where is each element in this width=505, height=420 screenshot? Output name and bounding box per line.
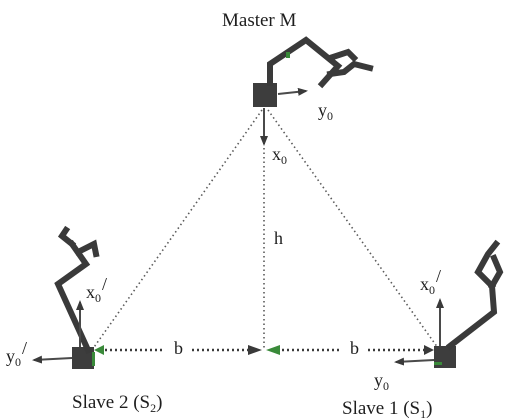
slave2-y-label: y0/ [6,338,27,369]
slave1-label: Slave 1 (S1) [342,398,432,420]
slave2-label: Slave 2 (S2) [72,392,162,415]
slave1-accent [434,362,442,365]
master-label: Master M [222,10,297,31]
slave2-accent [92,352,95,366]
master-base [253,83,277,107]
slave1-gripper-a [474,239,501,291]
master-arm [267,36,343,89]
master-gripper-bottom [326,60,374,78]
slave1-robot [394,239,504,368]
master-robot [253,36,374,146]
dimension-arrow-slave2 [94,345,104,355]
master-joint-accent [286,52,290,58]
slave1-gripper-b [487,254,504,291]
slave1-y-axis-arrow [394,357,435,366]
slave2-arm [54,239,92,354]
slave1-arm [445,282,498,351]
base-left-label: b [174,338,183,358]
slave1-y-label: y0 [374,370,389,393]
dimension-arrow-right [266,345,280,355]
height-label: h [274,228,283,248]
edge-master-slave2 [91,109,263,351]
slave2-x-label: x0/ [86,274,107,305]
dimension-arrow-left [248,345,262,355]
master-y-label: y0 [318,100,333,123]
master-y-axis-arrow [277,87,308,96]
dimension-arrow-slave1 [424,345,434,355]
slave2-gripper-b [73,239,100,258]
master-gripper-top [326,48,359,63]
edge-master-slave1 [267,109,439,349]
master-x-label: x0 [272,144,287,167]
slave2-robot [32,225,100,369]
base-right-label: b [350,338,359,358]
slave1-x-label: x0/ [420,266,441,297]
slave2-y-axis-arrow [32,355,73,364]
slave2-gripper-a [57,225,77,249]
